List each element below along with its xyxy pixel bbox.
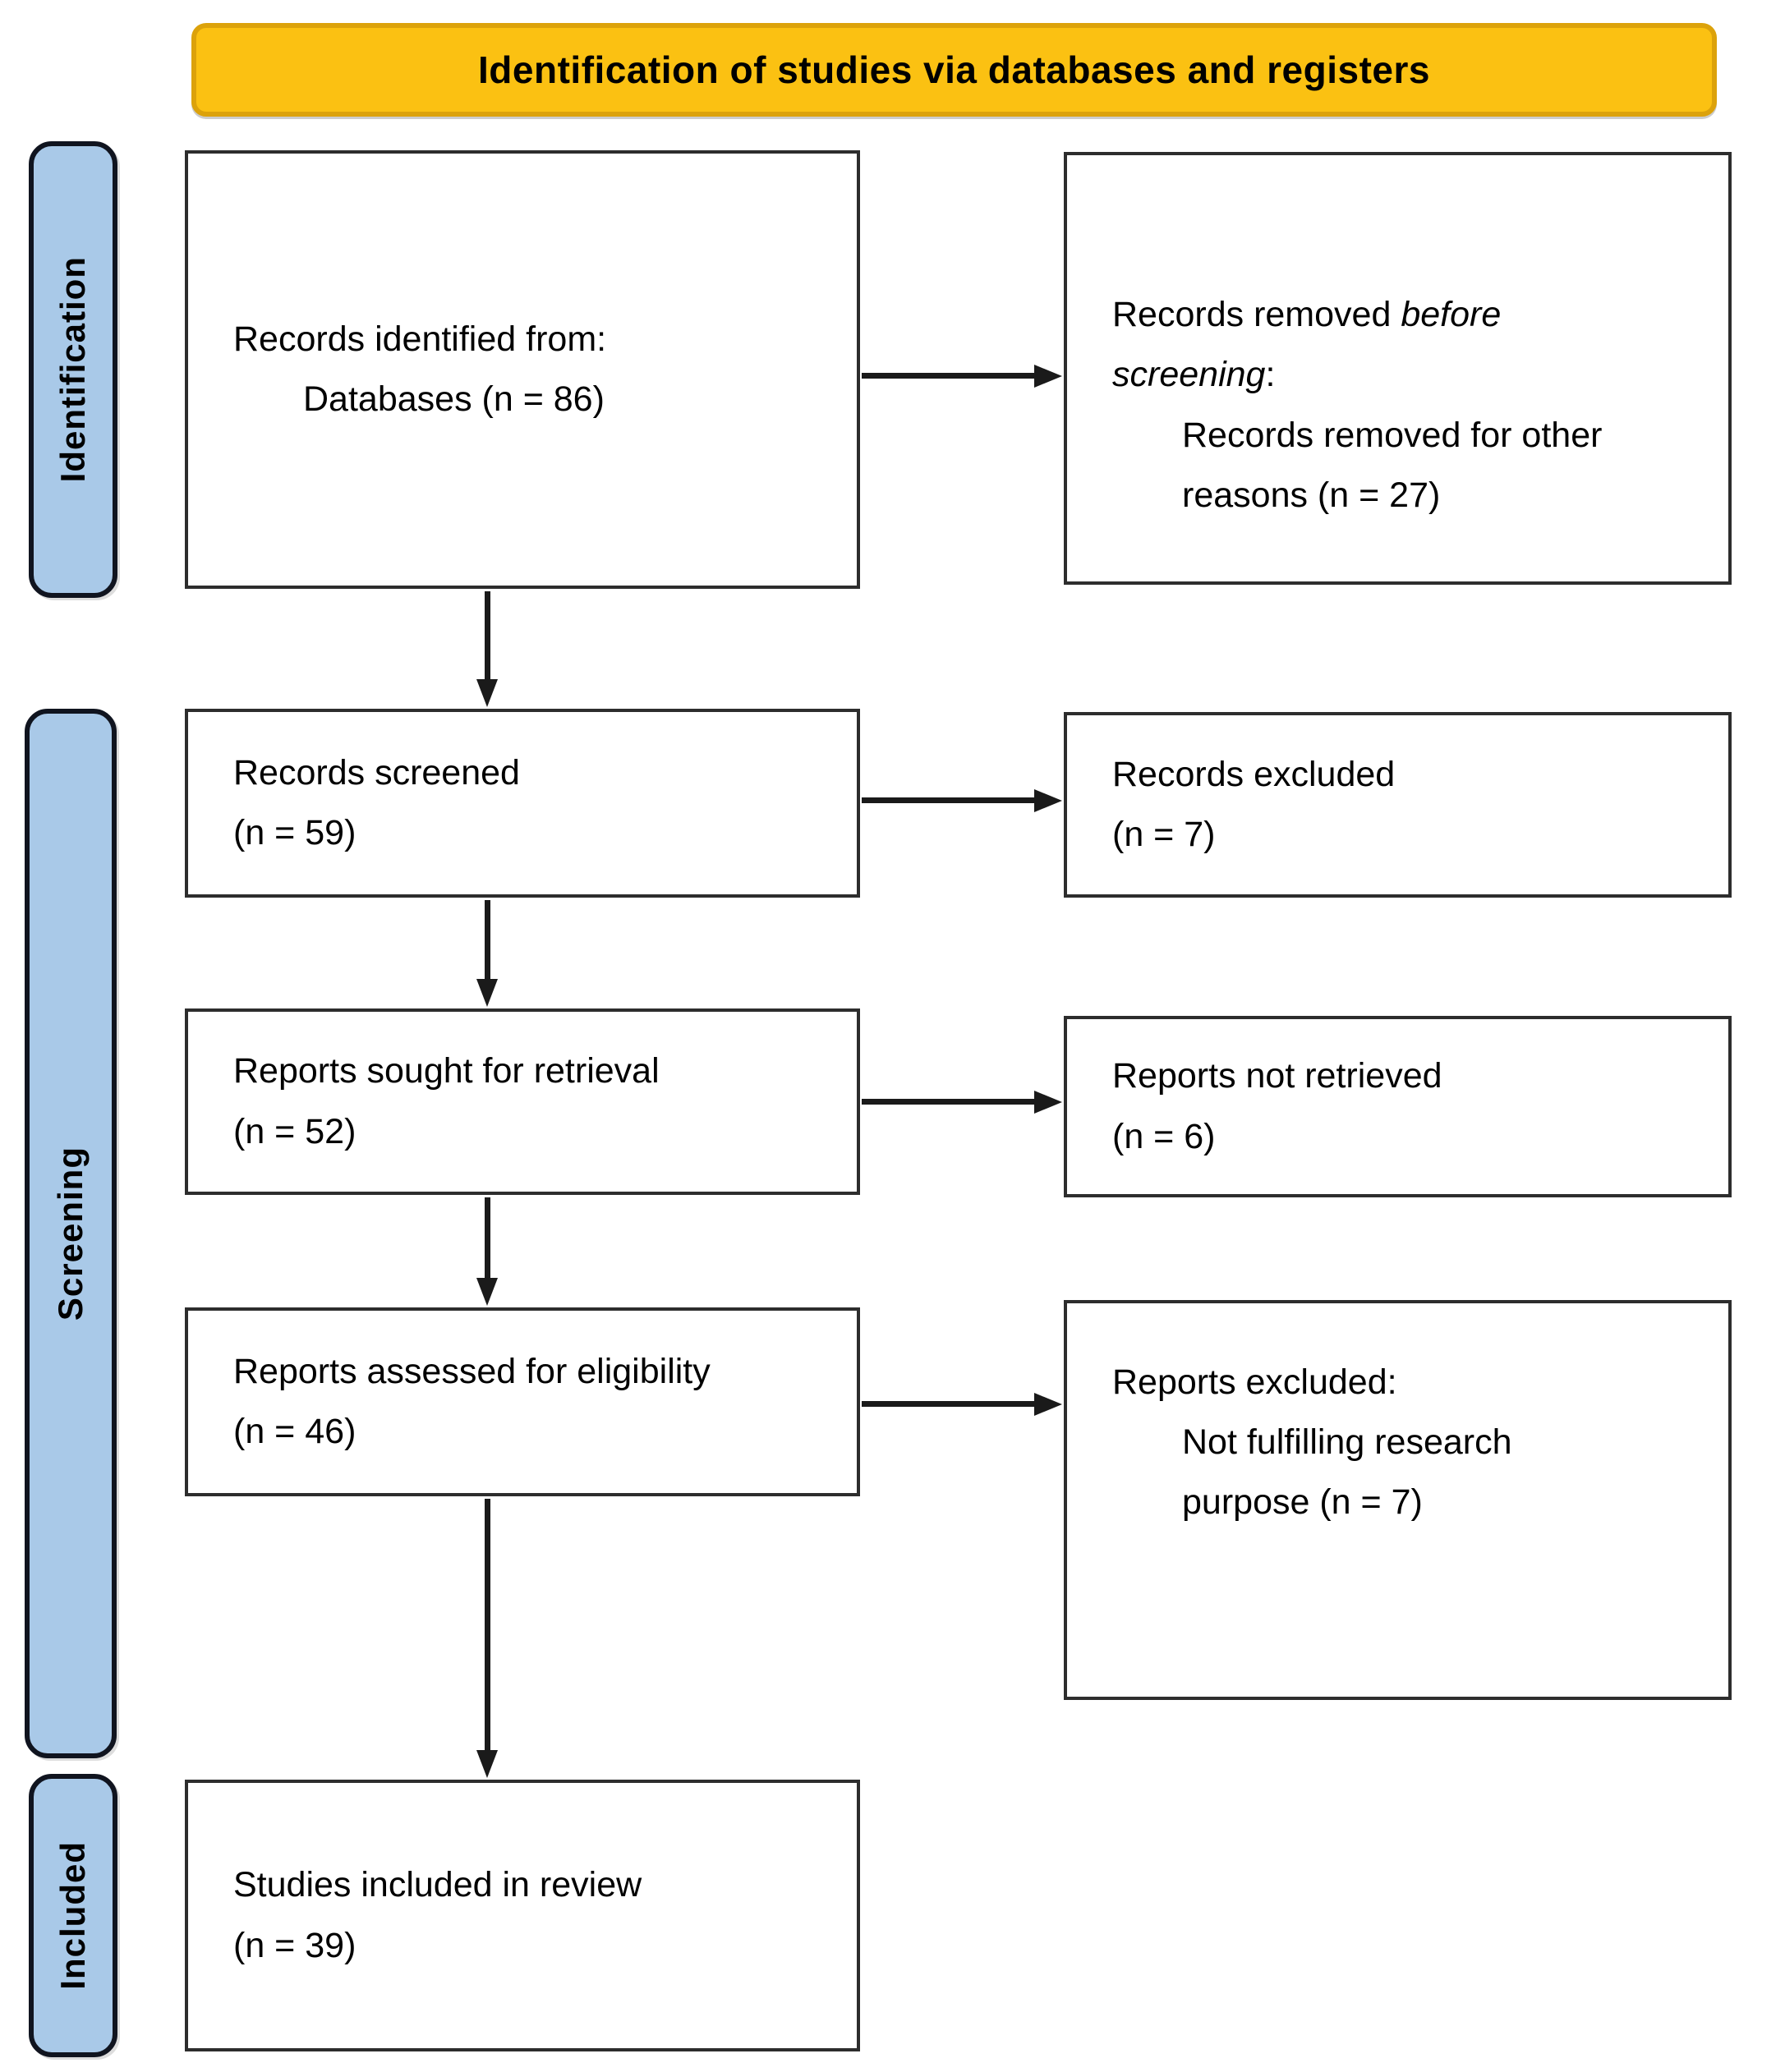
arrow-shaft [862,1099,1037,1105]
box-records-removed-line1-italic: before [1401,295,1502,335]
arrow-identified-to-screened-icon [476,591,499,707]
box-records-removed-line2: screening: [1112,355,1276,395]
box-records-excluded-line1: Records excluded [1112,754,1396,794]
box-reports-not-retrieved: Reports not retrieved (n = 6) [1064,1016,1732,1197]
arrow-shaft [485,1197,490,1281]
box-reports-excluded-line2: Not fulfilling research [1182,1422,1512,1462]
arrow-shaft [485,591,490,682]
box-reports-sought-line2: (n = 52) [233,1111,357,1151]
box-records-excluded: Records excluded (n = 7) [1064,712,1732,898]
arrow-head-down-icon [476,979,498,1007]
arrow-head-down-icon [476,1750,498,1778]
arrow-identified-to-removed-icon [862,365,1062,388]
arrow-head-right-icon [1034,365,1062,388]
arrow-head-down-icon [476,679,498,707]
box-studies-included-line2: (n = 39) [233,1925,357,1965]
box-records-identified-line1: Records identified from: [233,319,607,359]
box-reports-excluded-line3: purpose (n = 7) [1182,1482,1423,1523]
box-studies-included: Studies included in review (n = 39) [185,1780,860,2051]
stage-screening-label: Screening [51,1146,90,1321]
box-records-identified-line2: Databases (n = 86) [303,379,605,419]
box-reports-assessed-line1: Reports assessed for eligibility [233,1351,711,1391]
stage-identification: Identification [29,141,117,598]
box-records-removed-line2-italic: screening [1112,355,1266,395]
banner: Identification of studies via databases … [191,23,1717,117]
box-records-screened-line2: (n = 59) [233,813,357,852]
arrow-head-right-icon [1034,1393,1062,1416]
box-studies-included-line1: Studies included in review [233,1865,642,1905]
stage-identification-label: Identification [53,256,92,483]
box-reports-assessed-line2: (n = 46) [233,1412,357,1451]
stage-screening: Screening [25,709,117,1758]
arrow-assessed-to-included-icon [476,1499,499,1778]
arrow-shaft [862,797,1037,803]
stage-included-label: Included [53,1841,92,1990]
arrow-head-right-icon [1034,1091,1062,1114]
arrow-assessed-to-reports-excluded-icon [862,1393,1062,1416]
box-records-removed: Records removed before screening: Record… [1064,152,1732,585]
box-reports-sought: Reports sought for retrieval (n = 52) [185,1008,860,1195]
box-records-identified: Records identified from: Databases (n = … [185,150,860,589]
arrow-shaft [862,1401,1037,1407]
box-reports-sought-line1: Reports sought for retrieval [233,1051,660,1091]
arrow-shaft [862,373,1037,379]
box-reports-excluded: Reports excluded: Not fulfilling researc… [1064,1300,1732,1700]
box-reports-assessed: Reports assessed for eligibility (n = 46… [185,1307,860,1496]
box-records-screened-line1: Records screened [233,752,520,793]
arrow-head-down-icon [476,1278,498,1306]
arrow-shaft [485,1499,490,1753]
arrow-head-right-icon [1034,789,1062,812]
arrow-sought-to-assessed-icon [476,1197,499,1306]
box-records-removed-line3: Records removed for other [1182,415,1603,455]
arrow-shaft [485,900,490,982]
arrow-screened-to-sought-icon [476,900,499,1007]
box-records-removed-line1: Records removed before [1112,295,1502,335]
stage-included: Included [29,1774,117,2057]
box-reports-not-retrieved-line2: (n = 6) [1112,1116,1216,1156]
box-records-removed-line4: reasons (n = 27) [1182,475,1441,515]
box-reports-not-retrieved-line1: Reports not retrieved [1112,1056,1442,1096]
banner-title: Identification of studies via databases … [478,48,1430,91]
arrow-screened-to-excluded-icon [862,789,1062,812]
box-records-screened: Records screened (n = 59) [185,709,860,898]
box-records-excluded-line2: (n = 7) [1112,815,1216,854]
box-reports-excluded-line1: Reports excluded: [1112,1362,1397,1402]
arrow-sought-to-not-retrieved-icon [862,1091,1062,1114]
